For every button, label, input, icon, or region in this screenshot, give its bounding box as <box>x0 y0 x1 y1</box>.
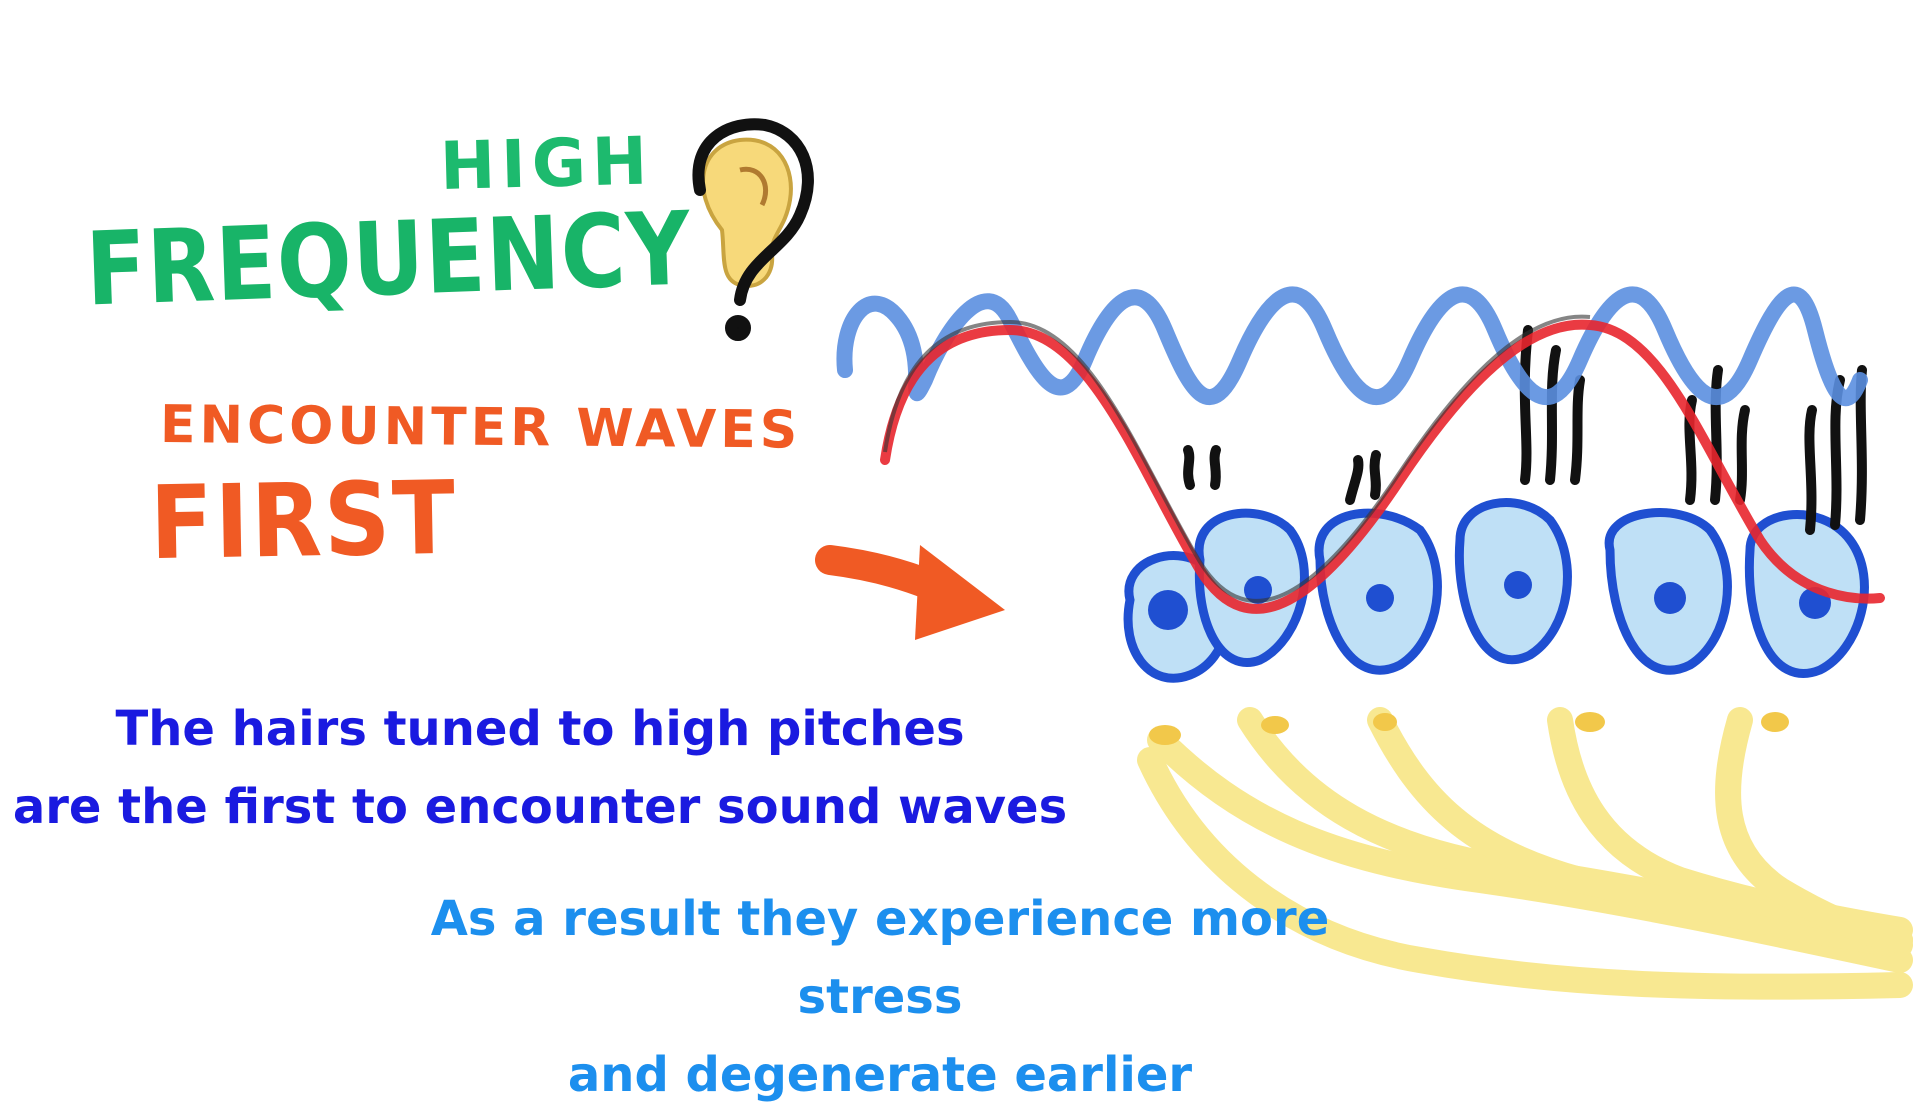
caption-hairs: The hairs tuned to high pitches are the … <box>0 690 1080 846</box>
caption-result: As a result they experience more stress … <box>340 880 1420 1114</box>
note-first: FIRST <box>148 459 458 583</box>
wave-shadow <box>883 314 1591 603</box>
caption-line: As a result they experience more stress <box>430 891 1330 1025</box>
caption-line: are the first to encounter sound waves <box>12 779 1068 835</box>
nerve-tips <box>1149 712 1789 745</box>
caption-line: The hairs tuned to high pitches <box>115 701 965 757</box>
caption-line: and degenerate earlier <box>567 1047 1193 1103</box>
ear-icon <box>701 137 793 288</box>
stereocilia <box>1183 325 1867 535</box>
nerve-fibres <box>1137 707 1913 1000</box>
note-encounter-waves: ENCOUNTER WAVES <box>159 395 802 461</box>
high-frequency-wave <box>836 286 1868 407</box>
illustration <box>692 118 1913 1000</box>
question-mark-icon <box>692 118 814 341</box>
arrow-icon <box>815 545 1005 640</box>
heading-frequency: FREQUENCY <box>83 189 694 329</box>
low-frequency-wave <box>880 319 1885 614</box>
